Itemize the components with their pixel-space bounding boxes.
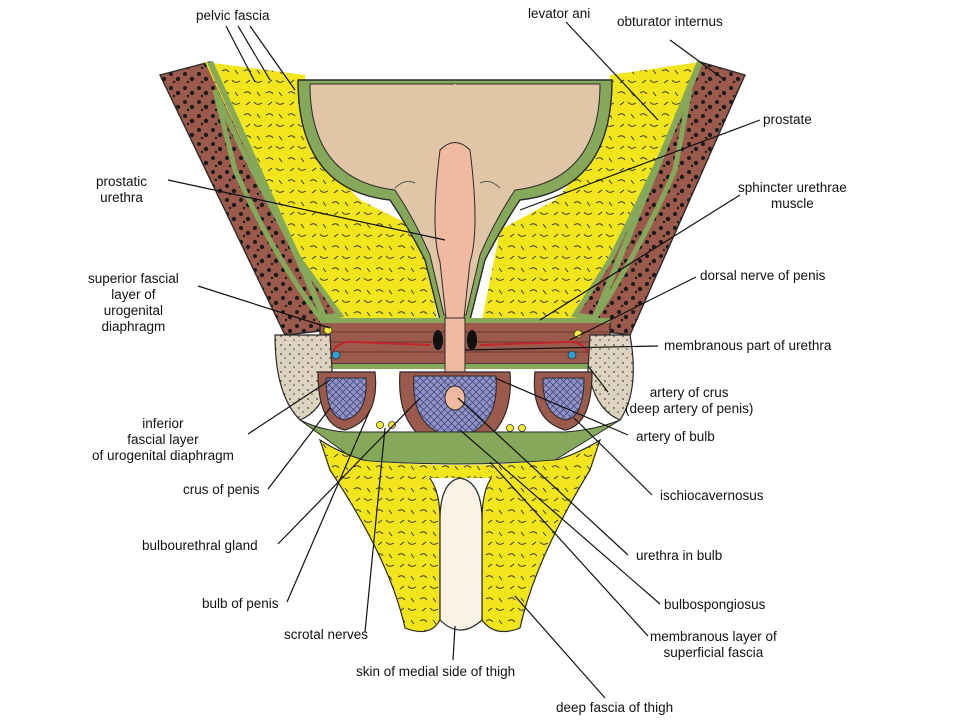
urethra-in-bulb <box>444 385 466 411</box>
scrotal-nerve-dot-3 <box>506 424 514 432</box>
label-artery-of-crus: artery of crus (deep artery of penis) <box>625 385 754 416</box>
label-skin-medial-thigh: skin of medial side of thigh <box>356 664 516 679</box>
crus-left <box>325 377 367 421</box>
superficial-fascia-membrane <box>299 419 621 465</box>
label-bulb-of-penis: bulb of penis <box>202 596 279 611</box>
label-urethra-in-bulb: urethra in bulb <box>636 548 723 563</box>
label-inferior-fascial-layer: inferior fascial layer of urogenital dia… <box>92 416 234 463</box>
label-scrotal-nerves: scrotal nerves <box>284 627 369 642</box>
scrotal-nerve-dot-4 <box>518 424 526 432</box>
leader-lines <box>167 21 761 699</box>
label-ischiocavernosus: ischiocavernosus <box>660 488 764 503</box>
pelvic-fascia-right <box>587 60 703 332</box>
label-obturator-internus: obturator internus <box>617 14 723 29</box>
label-bulbourethral-gland: bulbourethral gland <box>142 538 258 553</box>
label-artery-of-bulb: artery of bulb <box>636 429 715 444</box>
dorsal-vessel-right <box>467 330 477 350</box>
levator-ani-left <box>212 89 345 321</box>
label-levator-ani: levator ani <box>528 6 591 21</box>
vein-dot-right <box>567 350 577 360</box>
label-membranous-layer: membranous layer of superficial fascia <box>650 629 777 660</box>
dorsal-vessel-left <box>433 330 443 350</box>
label-membranous-urethra: membranous part of urethra <box>664 338 832 353</box>
ischiorectal-fat-left <box>205 62 440 330</box>
label-dorsal-nerve: dorsal nerve of penis <box>700 268 826 283</box>
label-superior-fascial-layer: superior fascial layer of urogenital dia… <box>88 271 179 334</box>
label-sphincter-urethrae: sphincter urethrae muscle <box>738 180 847 211</box>
label-prostatic-urethra: prostatic urethra <box>96 174 148 205</box>
prostatic-urethra <box>434 142 476 319</box>
label-bulbospongiosus: bulbospongiosus <box>664 597 766 612</box>
label-pelvic-fascia: pelvic fascia <box>196 8 270 23</box>
membranous-urethra <box>444 317 466 379</box>
ischiorectal-fat-right <box>480 62 700 330</box>
scrotal-nerve-dot-1 <box>376 421 384 429</box>
label-crus-of-penis: crus of penis <box>183 482 260 497</box>
skin-gap <box>439 477 483 631</box>
vein-dot-left <box>331 350 341 360</box>
pelvic-fascia-left <box>207 60 333 332</box>
scrotal-nerve-dot-2 <box>388 421 396 429</box>
label-deep-fascia-thigh: deep fascia of thigh <box>556 700 674 715</box>
crus-right <box>542 377 585 421</box>
label-prostate: prostate <box>763 112 812 127</box>
scrotal-fat-bridge <box>355 460 560 478</box>
